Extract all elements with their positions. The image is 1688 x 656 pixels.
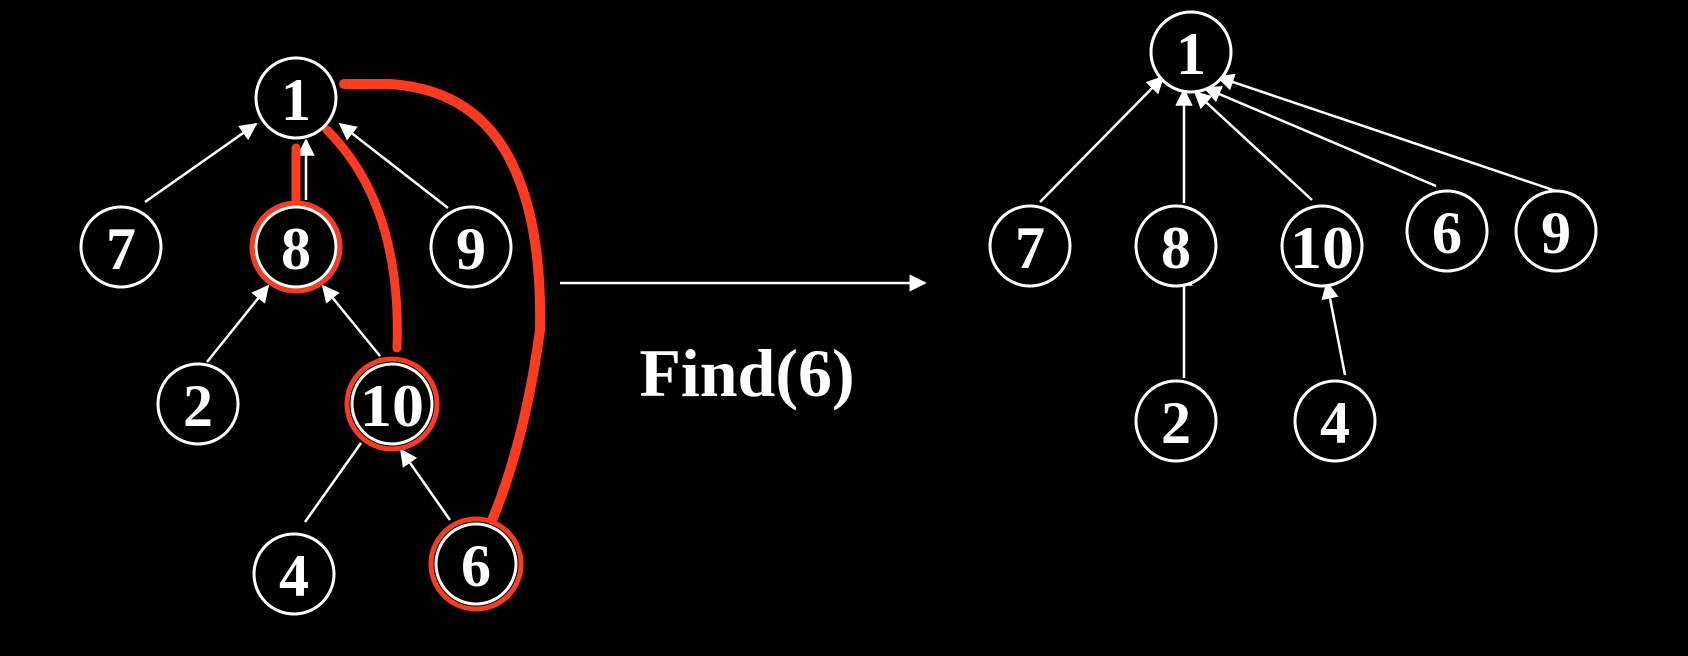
edge-6-to-1 bbox=[1203, 86, 1437, 188]
edge-10-to-1 bbox=[1193, 90, 1313, 201]
before-tree: 1 7 8 9 2 10 4 6 bbox=[79, 56, 546, 616]
node-highlight-ring bbox=[428, 516, 524, 612]
node-label: 4 bbox=[1320, 390, 1350, 456]
node-label: 6 bbox=[1432, 200, 1462, 266]
path-highlight-10-to-1 bbox=[322, 125, 402, 353]
node-label: 8 bbox=[1161, 215, 1191, 281]
node-label: 1 bbox=[281, 67, 311, 133]
node-4: 4 bbox=[1293, 379, 1377, 463]
node-10: 10 bbox=[344, 356, 440, 452]
node-9: 9 bbox=[1514, 189, 1598, 273]
node-label: 2 bbox=[1161, 390, 1191, 456]
node-label: 9 bbox=[1541, 200, 1571, 266]
node-highlight-ring bbox=[344, 356, 440, 452]
node-label: 1 bbox=[1176, 21, 1206, 87]
edge-9-to-1 bbox=[338, 122, 449, 209]
edge-7-to-1 bbox=[1039, 75, 1165, 203]
node-8: 8 bbox=[1134, 204, 1218, 288]
node-2: 2 bbox=[156, 362, 240, 446]
node-label: 10 bbox=[360, 373, 424, 439]
edge-4-to-10 bbox=[303, 442, 363, 523]
edge-2-to-8 bbox=[206, 284, 270, 363]
node-7: 7 bbox=[988, 204, 1072, 288]
node-label: 8 bbox=[281, 216, 311, 282]
edge-6-to-10 bbox=[399, 448, 452, 521]
node-label: 6 bbox=[461, 533, 491, 599]
node-label: 7 bbox=[106, 216, 136, 282]
after-tree: 1 7 8 10 6 9 2 4 bbox=[988, 10, 1598, 463]
edge-7-to-1 bbox=[144, 122, 258, 204]
edge-10-to-8 bbox=[321, 284, 381, 357]
node-label: 10 bbox=[1290, 215, 1354, 281]
node-label: 9 bbox=[456, 216, 486, 282]
edge-9-to-1 bbox=[1216, 73, 1557, 193]
node-1: 1 bbox=[254, 56, 338, 140]
edge-4-to-10 bbox=[1321, 281, 1347, 376]
node-8: 8 bbox=[249, 200, 343, 294]
path-highlight-6-to-1 bbox=[339, 79, 546, 523]
node-label: 4 bbox=[279, 543, 309, 609]
operation-label: Find(6) bbox=[639, 335, 854, 411]
node-highlight-ring bbox=[249, 200, 343, 294]
node-label: 7 bbox=[1015, 215, 1045, 281]
node-7: 7 bbox=[79, 205, 163, 289]
node-4: 4 bbox=[252, 532, 336, 616]
node-6: 6 bbox=[1405, 189, 1489, 273]
node-2: 2 bbox=[1134, 379, 1218, 463]
node-1: 1 bbox=[1149, 10, 1233, 94]
node-9: 9 bbox=[429, 205, 513, 289]
node-label: 2 bbox=[183, 373, 213, 439]
node-6: 6 bbox=[428, 516, 524, 612]
node-10: 10 bbox=[1280, 204, 1364, 288]
